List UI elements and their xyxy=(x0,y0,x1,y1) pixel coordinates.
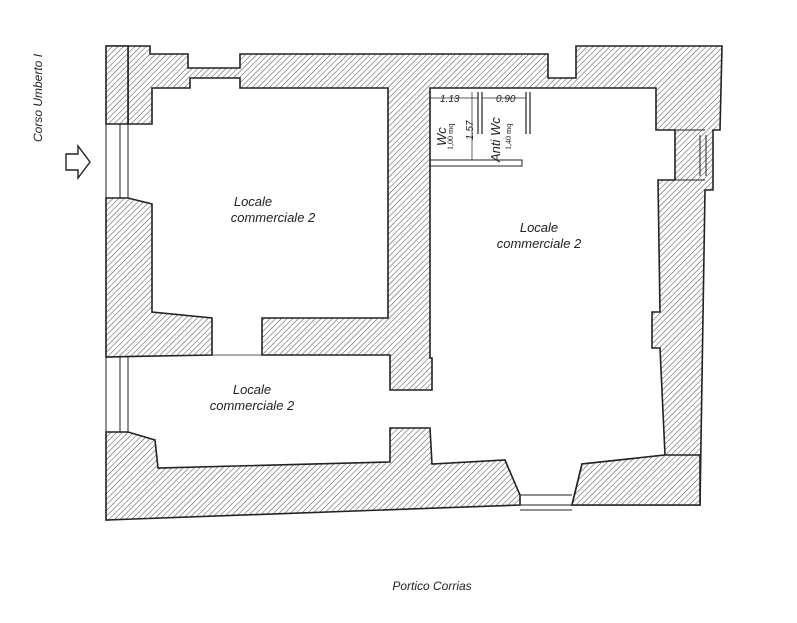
wc-area: 1,00 mq xyxy=(446,124,455,150)
wall-north xyxy=(106,45,723,506)
room-3-line2: commerciale 2 xyxy=(210,398,295,413)
dim-anti-wc-width: 0.90 xyxy=(496,94,516,105)
entrance-arrow-icon xyxy=(65,143,91,181)
room-1-line1: Locale xyxy=(234,194,272,209)
street-portico-corrias: Portico Corrias xyxy=(392,579,471,593)
west-opening-upper xyxy=(105,124,129,198)
anti-wc-label: Anti Wc xyxy=(488,117,503,163)
anti-wc-area: 1,40 mq xyxy=(504,124,513,150)
dim-depth: 1.57 xyxy=(465,120,476,140)
dimension-lines xyxy=(430,92,526,160)
wall-south xyxy=(105,427,521,521)
room-1-line2: commerciale 2 xyxy=(231,210,316,225)
wall-west-middle xyxy=(105,197,213,358)
street-corso-umberto: Corso Umberto I xyxy=(31,53,45,142)
room-3-line1: Locale xyxy=(233,382,271,397)
wall-south-east xyxy=(570,454,701,506)
wall-west-upper xyxy=(105,45,129,125)
east-opening xyxy=(675,129,707,181)
south-entrance xyxy=(520,494,572,511)
wc-partitions xyxy=(429,92,531,167)
west-opening-lower xyxy=(105,357,129,432)
room-2-line2: commerciale 2 xyxy=(497,236,582,251)
dim-wc-width: 1.13 xyxy=(440,94,460,105)
wc-label: Wc xyxy=(434,127,449,146)
room-2-line1: Locale xyxy=(520,220,558,235)
